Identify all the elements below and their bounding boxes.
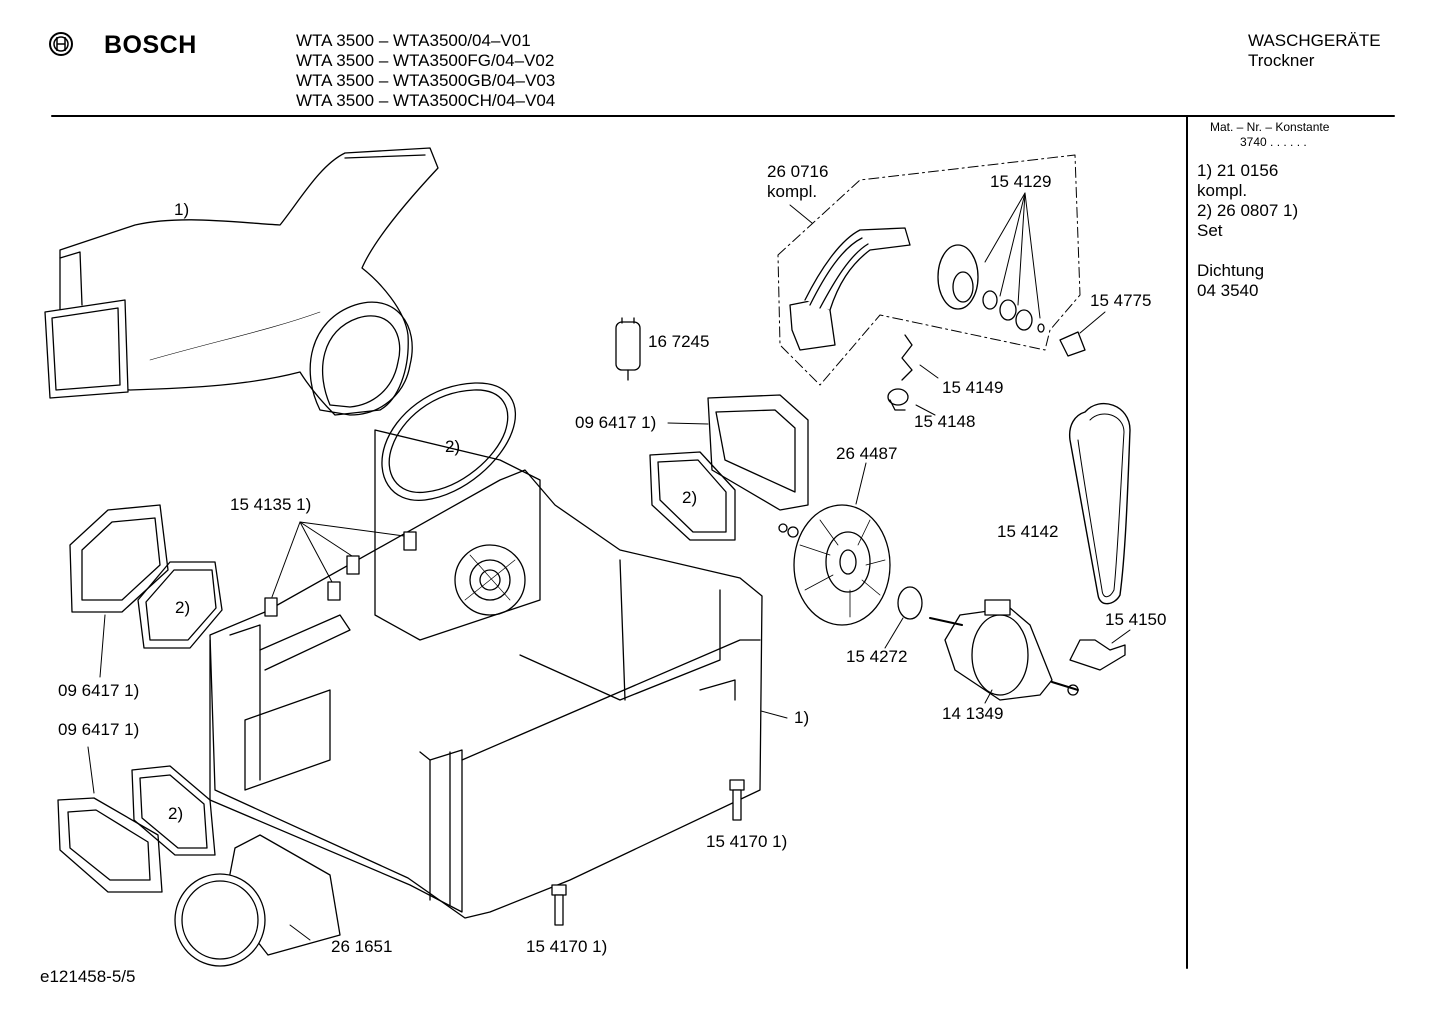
part-number: 15 4272 bbox=[846, 647, 908, 666]
screws bbox=[551, 779, 745, 926]
constant-label: Mat. – Nr. – Konstante bbox=[1210, 120, 1330, 134]
part-number: 15 4170 1) bbox=[706, 832, 788, 851]
gasket-frame-bottom bbox=[57, 765, 216, 893]
base-housing bbox=[209, 429, 763, 919]
model-line: WTA 3500 – WTA3500CH/04–V04 bbox=[296, 91, 556, 110]
part-number: 15 4775 bbox=[1090, 291, 1152, 310]
gasket-frame-left bbox=[69, 504, 223, 649]
leader-lines bbox=[87, 192, 1131, 941]
part-number: 15 4142 bbox=[997, 522, 1059, 541]
brand-name: BOSCH bbox=[104, 31, 197, 59]
drive-motor bbox=[929, 599, 1079, 701]
note-line: 1) 21 0156 bbox=[1197, 161, 1279, 180]
seal-value: 04 3540 bbox=[1197, 281, 1259, 300]
capacitor bbox=[615, 317, 641, 381]
fan-wheel bbox=[778, 504, 891, 626]
part-number: 15 4135 1) bbox=[230, 495, 312, 514]
duct-adapter bbox=[174, 834, 341, 967]
part-number: 26 4487 bbox=[836, 444, 898, 463]
gasket-frame-right bbox=[649, 394, 809, 541]
part-number: 15 4150 bbox=[1105, 610, 1167, 629]
note-line: Set bbox=[1197, 221, 1223, 240]
model-line: WTA 3500 – WTA3500FG/04–V02 bbox=[296, 51, 555, 70]
constant-value: 3740 . . . . . . bbox=[1240, 135, 1307, 149]
part-number-suffix: kompl. bbox=[767, 182, 818, 201]
part-number: 15 4170 1) bbox=[526, 937, 608, 956]
part-number: 09 6417 1) bbox=[575, 413, 657, 432]
gasket-reference: 2) bbox=[175, 598, 191, 617]
gasket-oval bbox=[381, 382, 517, 501]
motor-bracket bbox=[1069, 639, 1126, 671]
part-number: 26 0716 bbox=[767, 162, 829, 181]
model-line: WTA 3500 – WTA3500GB/04–V03 bbox=[296, 71, 556, 90]
note-line: 2) 26 0807 1) bbox=[1197, 201, 1299, 220]
clips bbox=[264, 531, 417, 617]
base-reference: 1) bbox=[794, 708, 810, 727]
category-title: WASCHGERÄTE bbox=[1248, 31, 1381, 50]
drawing-id: e121458-5/5 bbox=[40, 967, 136, 986]
drive-belt bbox=[1068, 402, 1131, 605]
air-duct bbox=[44, 147, 439, 416]
gasket-reference: 2) bbox=[445, 437, 461, 456]
part-number: 15 4129 bbox=[990, 172, 1052, 191]
bushing bbox=[897, 586, 923, 620]
gasket-reference: 2) bbox=[168, 804, 184, 823]
bosch-armature-icon bbox=[49, 32, 73, 56]
part-number: 26 1651 bbox=[331, 937, 393, 956]
model-line: WTA 3500 – WTA3500/04–V01 bbox=[296, 31, 531, 50]
note-line: kompl. bbox=[1197, 181, 1248, 200]
duct-reference: 1) bbox=[174, 200, 190, 219]
motor-bracket-assembly bbox=[789, 227, 1086, 411]
part-number: 16 7245 bbox=[648, 332, 710, 351]
seal-label: Dichtung bbox=[1197, 261, 1265, 280]
subcategory-title: Trockner bbox=[1248, 51, 1315, 70]
gasket-reference: 2) bbox=[682, 488, 698, 507]
part-number: 09 6417 1) bbox=[58, 720, 140, 739]
assembly-boundary bbox=[777, 154, 1081, 386]
part-number: 09 6417 1) bbox=[58, 681, 140, 700]
part-number: 15 4149 bbox=[942, 378, 1004, 397]
part-number: 15 4148 bbox=[914, 412, 976, 431]
part-number: 14 1349 bbox=[942, 704, 1004, 723]
